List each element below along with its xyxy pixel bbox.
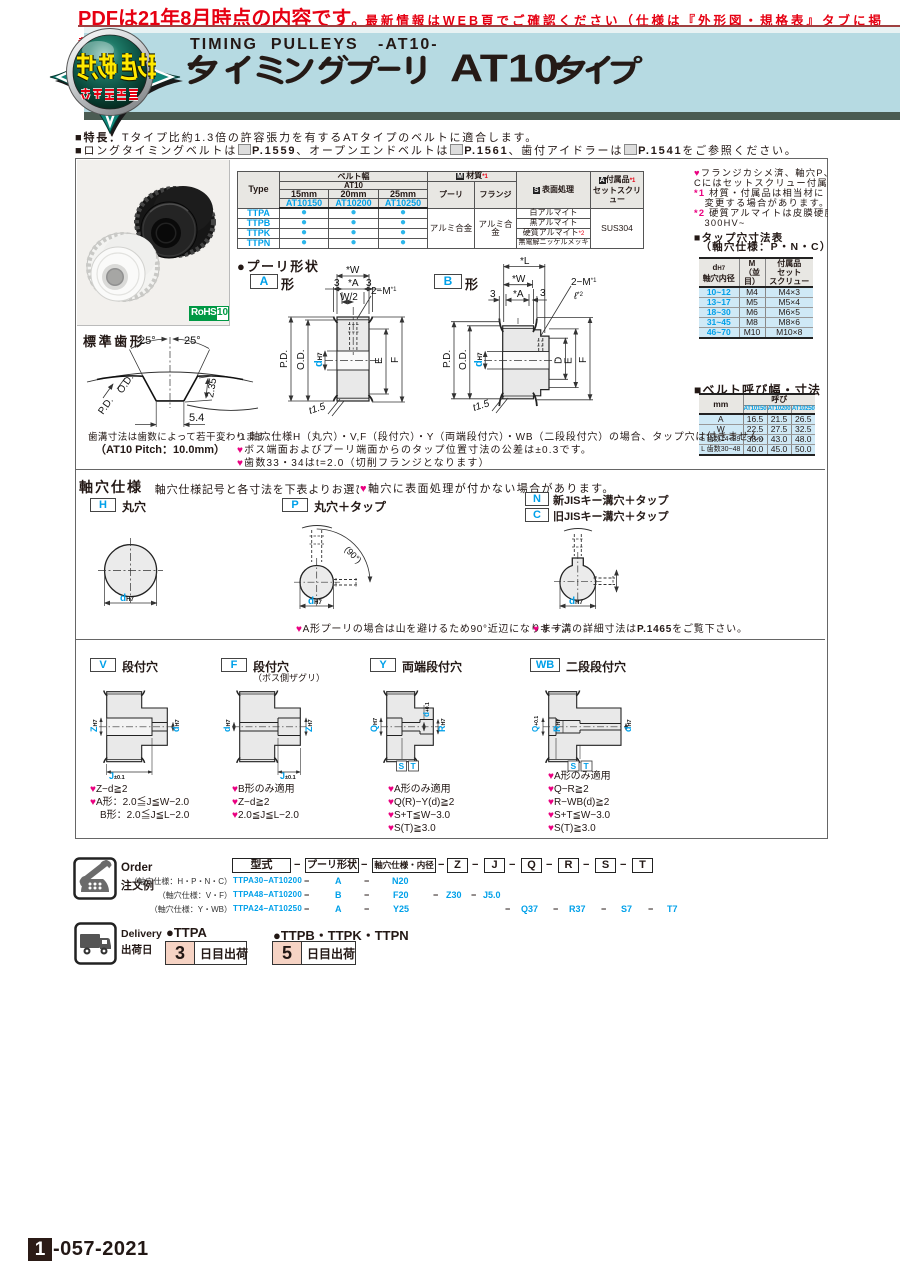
svg-text:QH7: QH7 — [369, 718, 379, 732]
svg-text:t1.5: t1.5 — [308, 401, 328, 417]
svg-text:2.35: 2.35 — [205, 377, 219, 399]
svg-text:*W: *W — [512, 274, 526, 285]
svg-text:dH7: dH7 — [171, 719, 181, 732]
svg-text:*L: *L — [520, 256, 530, 267]
svg-text:F: F — [578, 357, 589, 363]
svg-text:O.D.: O.D. — [296, 349, 307, 370]
svg-text:J±0.1: J±0.1 — [109, 771, 125, 781]
svg-text:dH7: dH7 — [313, 352, 325, 367]
svg-text:*A: *A — [348, 278, 359, 289]
svg-text:t1.5: t1.5 — [472, 398, 492, 414]
svg-text:W/2: W/2 — [340, 292, 358, 303]
svg-text:P.D.: P.D. — [96, 396, 115, 417]
svg-text:ℓ*2: ℓ*2 — [573, 291, 584, 302]
svg-text:E: E — [374, 357, 385, 364]
svg-text:ZH7: ZH7 — [89, 719, 99, 732]
svg-text:T: T — [584, 761, 590, 771]
svg-text:2−M*1: 2−M*1 — [371, 286, 397, 297]
svg-text:J±0.1: J±0.1 — [280, 771, 296, 781]
svg-text:3: 3 — [540, 288, 546, 299]
svg-text:dH7: dH7 — [569, 596, 583, 607]
svg-text:E: E — [564, 357, 575, 364]
svg-text:F: F — [390, 357, 401, 363]
svg-text:D: D — [554, 357, 565, 364]
svg-text:*W: *W — [346, 265, 360, 276]
svg-text:O.D.: O.D. — [458, 349, 469, 370]
svg-text:dH7: dH7 — [623, 719, 633, 732]
svg-text:dH7: dH7 — [308, 596, 322, 607]
svg-text:3: 3 — [490, 289, 496, 300]
svg-text:S: S — [571, 761, 577, 771]
svg-text:dH7: dH7 — [222, 719, 232, 732]
svg-text:2−M*1: 2−M*1 — [571, 277, 597, 288]
svg-text:(90°): (90°) — [343, 544, 364, 565]
svg-text:RH7: RH7 — [552, 718, 562, 732]
svg-text:5.4: 5.4 — [189, 412, 204, 424]
svg-text:dH7: dH7 — [473, 352, 485, 367]
svg-text:3: 3 — [334, 278, 340, 289]
svg-text:*A: *A — [513, 289, 524, 300]
svg-text:Q+0.1: Q+0.1 — [531, 716, 540, 732]
svg-text:25°: 25° — [184, 335, 201, 347]
svg-text:P.D.: P.D. — [279, 350, 290, 368]
svg-text:P.D.: P.D. — [442, 350, 453, 368]
svg-text:25°: 25° — [139, 335, 156, 347]
svg-text:dH7: dH7 — [120, 593, 134, 604]
svg-text:T: T — [411, 761, 417, 771]
svg-text:3: 3 — [366, 278, 372, 289]
svg-text:d+0.1: d+0.1 — [422, 702, 431, 717]
svg-text:AT10: AT10 — [450, 47, 559, 90]
svg-text:S: S — [399, 761, 405, 771]
svg-text:ZH7: ZH7 — [304, 719, 314, 732]
svg-text:RH7: RH7 — [437, 718, 447, 732]
